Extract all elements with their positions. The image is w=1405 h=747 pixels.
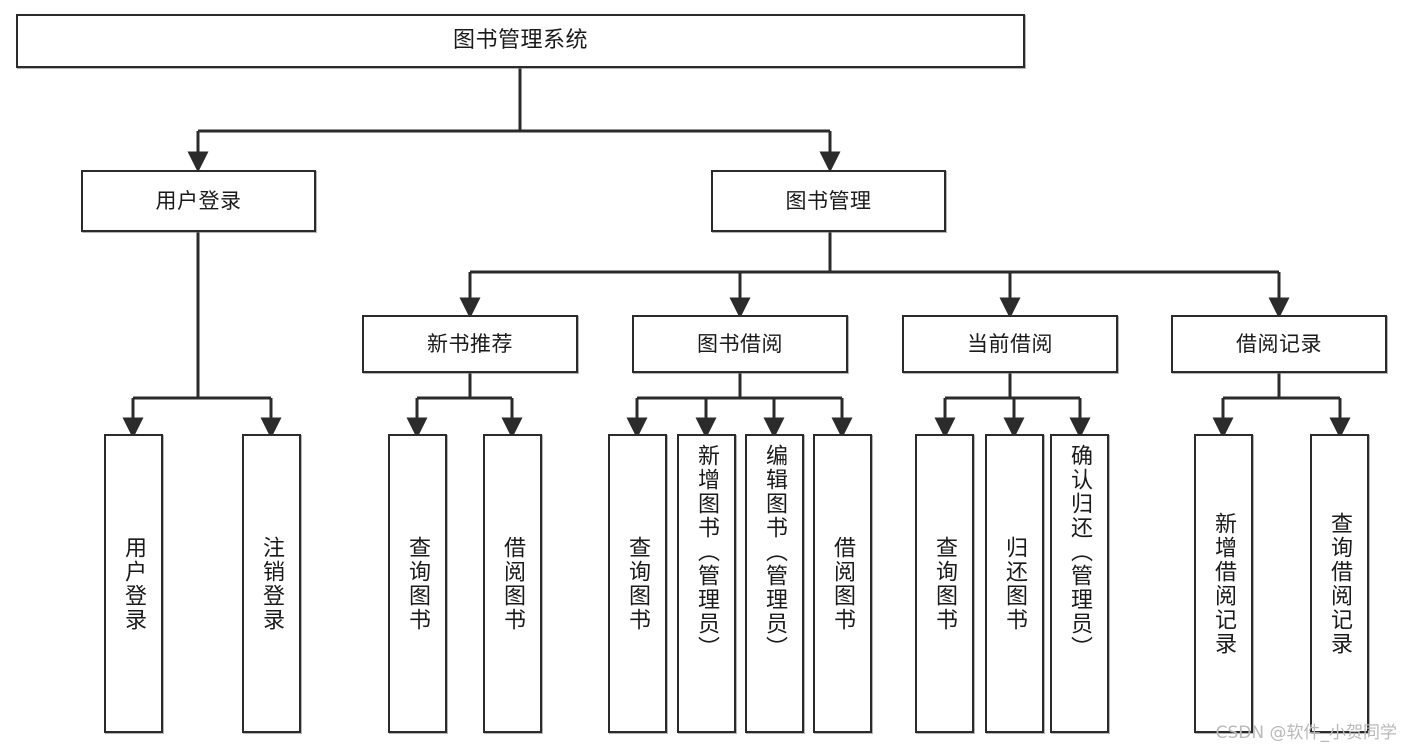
node-book-borrow[interactable]: 图书借阅 [632, 315, 848, 373]
leaf-book-borrow-3-label: 借阅图书 [830, 535, 856, 632]
leaf-current-borrow-2-label: 确认归还（管理员） [1067, 444, 1093, 660]
leaf-book-borrow-1[interactable]: 新增图书（管理员） [677, 434, 736, 733]
watermark: CSDN @软件_小贺同学 [1215, 723, 1397, 743]
node-new-book-recommend[interactable]: 新书推荐 [362, 315, 578, 373]
leaf-user-login-1-label: 注销登录 [259, 535, 285, 632]
node-borrow-record[interactable]: 借阅记录 [1171, 315, 1387, 373]
leaf-book-borrow-2-label: 编辑图书（管理员） [762, 444, 788, 660]
node-book-borrow-label: 图书借阅 [697, 331, 783, 356]
leaf-current-borrow-1-label: 归还图书 [1002, 535, 1028, 632]
leaf-book-borrow-0[interactable]: 查询图书 [608, 434, 667, 733]
node-new-book-recommend-label: 新书推荐 [427, 331, 513, 356]
leaf-current-borrow-0-label: 查询图书 [932, 535, 958, 632]
leaf-new-book-recommend-0[interactable]: 查询图书 [388, 434, 447, 733]
node-current-borrow[interactable]: 当前借阅 [902, 315, 1118, 373]
leaf-current-borrow-1[interactable]: 归还图书 [985, 434, 1044, 733]
leaf-borrow-record-1[interactable]: 查询借阅记录 [1310, 434, 1369, 733]
node-root-label: 图书管理系统 [452, 28, 588, 54]
leaf-user-login-0-label: 用户登录 [121, 535, 147, 632]
leaf-book-borrow-3[interactable]: 借阅图书 [813, 434, 872, 733]
leaf-new-book-recommend-1-label: 借阅图书 [500, 535, 526, 632]
leaf-new-book-recommend-0-label: 查询图书 [405, 535, 431, 632]
leaf-current-borrow-0[interactable]: 查询图书 [915, 434, 974, 733]
node-user-login-label: 用户登录 [155, 188, 242, 213]
leaf-borrow-record-1-label: 查询借阅记录 [1327, 511, 1353, 656]
leaf-book-borrow-1-label: 新增图书（管理员） [694, 444, 720, 660]
node-root[interactable]: 图书管理系统 [16, 14, 1025, 68]
leaf-new-book-recommend-1[interactable]: 借阅图书 [483, 434, 542, 733]
node-borrow-record-label: 借阅记录 [1236, 331, 1322, 356]
node-current-borrow-label: 当前借阅 [967, 331, 1053, 356]
node-book-manage[interactable]: 图书管理 [711, 170, 946, 232]
leaf-user-login-1[interactable]: 注销登录 [242, 434, 301, 733]
leaf-book-borrow-2[interactable]: 编辑图书（管理员） [745, 434, 804, 733]
leaf-current-borrow-2[interactable]: 确认归还（管理员） [1050, 434, 1109, 733]
leaf-user-login-0[interactable]: 用户登录 [104, 434, 163, 733]
node-user-login[interactable]: 用户登录 [81, 170, 316, 232]
node-book-manage-label: 图书管理 [785, 188, 872, 213]
leaf-borrow-record-0[interactable]: 新增借阅记录 [1194, 434, 1253, 733]
leaf-book-borrow-0-label: 查询图书 [625, 535, 651, 632]
leaf-borrow-record-0-label: 新增借阅记录 [1211, 511, 1237, 656]
